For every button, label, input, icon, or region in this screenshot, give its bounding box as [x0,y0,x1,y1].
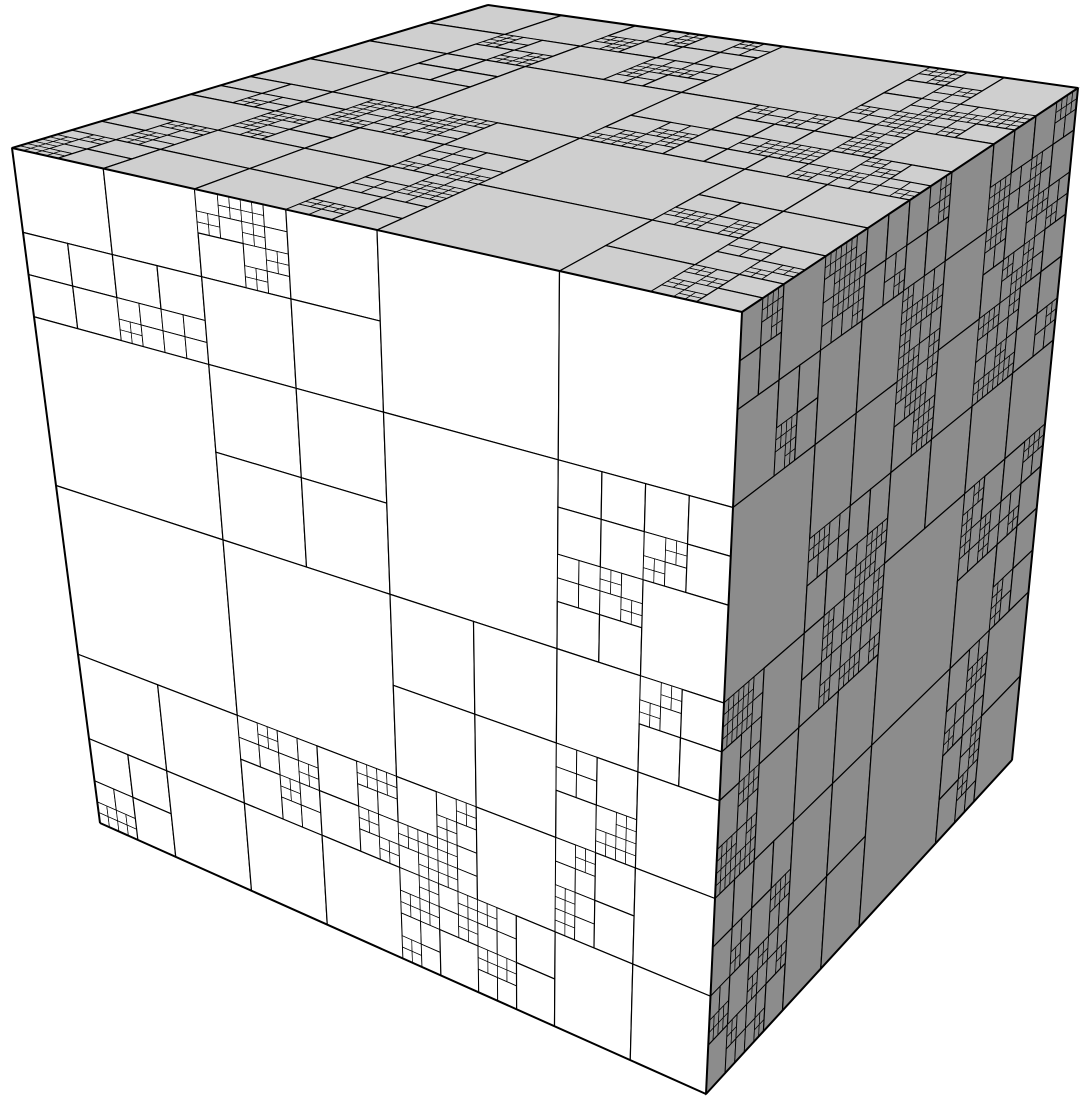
octree-cube-render [0,0,1088,1098]
